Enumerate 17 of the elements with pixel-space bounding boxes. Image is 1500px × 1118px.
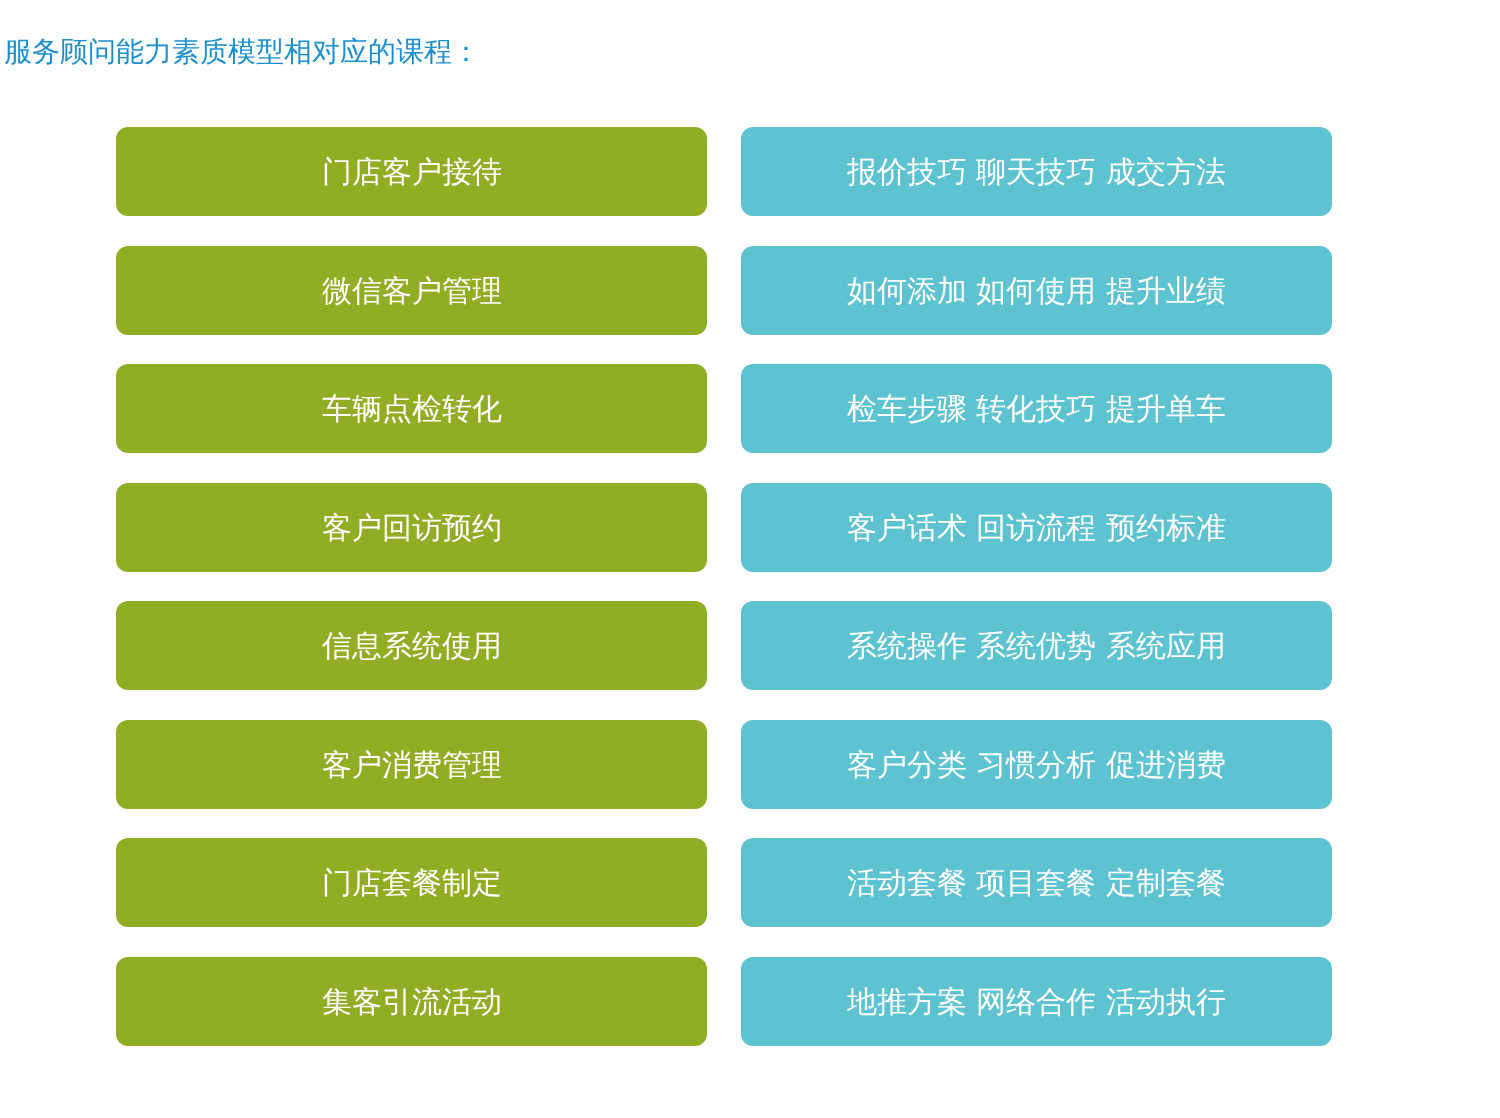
course-box: 客户分类 习惯分析 促进消费 bbox=[741, 719, 1332, 809]
course-box: 检车步骤 转化技巧 提升单车 bbox=[741, 364, 1332, 453]
topic-box: 集客引流活动 bbox=[116, 956, 707, 1046]
topic-box: 门店套餐制定 bbox=[116, 838, 707, 927]
title: 服务顾问能力素质模型相对应的课程： bbox=[4, 34, 480, 70]
course-box: 活动套餐 项目套餐 定制套餐 bbox=[741, 838, 1332, 927]
topic-box: 车辆点检转化 bbox=[116, 364, 707, 453]
topic-box: 客户回访预约 bbox=[116, 482, 707, 572]
topic-box: 微信客户管理 bbox=[116, 245, 707, 335]
topic-box: 信息系统使用 bbox=[116, 601, 707, 690]
course-box: 报价技巧 聊天技巧 成交方法 bbox=[741, 127, 1332, 216]
course-box: 地推方案 网络合作 活动执行 bbox=[741, 956, 1332, 1046]
topic-box: 客户消费管理 bbox=[116, 719, 707, 809]
course-box: 系统操作 系统优势 系统应用 bbox=[741, 601, 1332, 690]
topic-box: 门店客户接待 bbox=[116, 127, 707, 216]
course-box: 如何添加 如何使用 提升业绩 bbox=[741, 245, 1332, 335]
course-box: 客户话术 回访流程 预约标准 bbox=[741, 482, 1332, 572]
